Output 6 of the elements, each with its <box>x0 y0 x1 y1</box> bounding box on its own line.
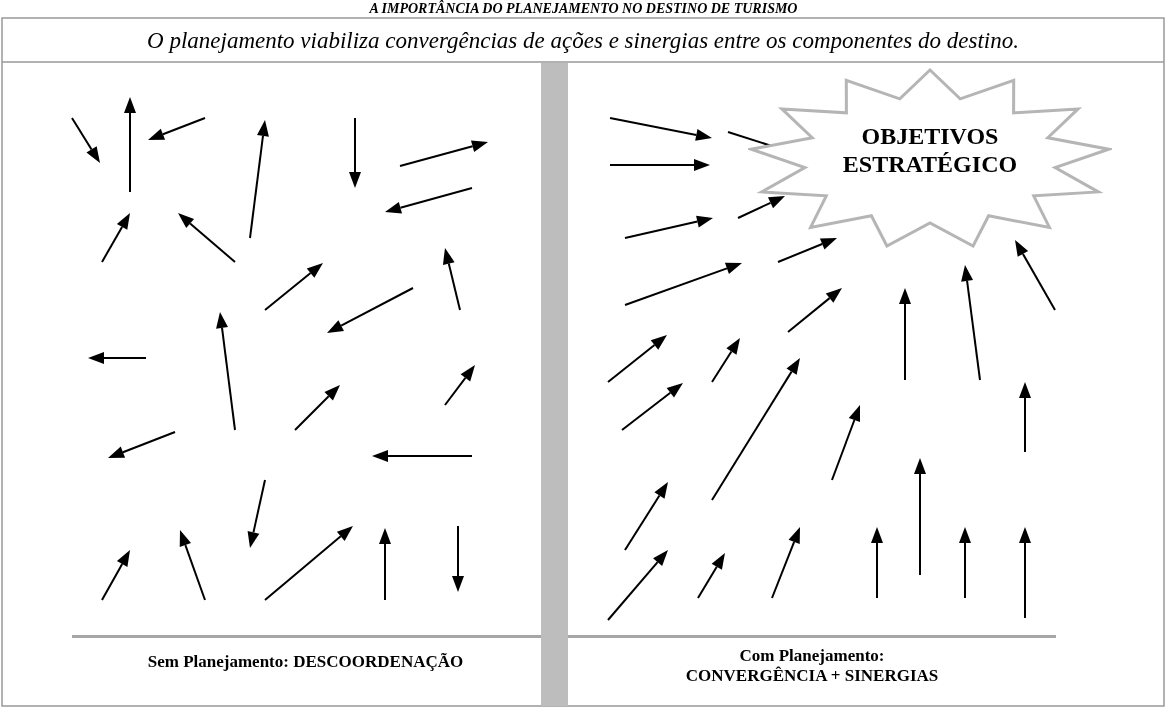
node-label: OBJETIVOS ESTRATÉGICO <box>841 122 1019 178</box>
title: A IMPORTÂNCIA DO PLANEJAMENTO NO DESTINO DE TURISMO <box>368 0 799 17</box>
panel-caption: Sem Planejamento: DESCOORDENAÇÃO <box>146 652 465 672</box>
starburst <box>748 66 1112 248</box>
subtitle: O planejamento viabiliza convergências de ações e sinergias entre os componentes do destino. <box>146 27 1020 55</box>
panel-caption: Com Planejamento: CONVERGÊNCIA + SINERGIAS <box>684 646 940 686</box>
